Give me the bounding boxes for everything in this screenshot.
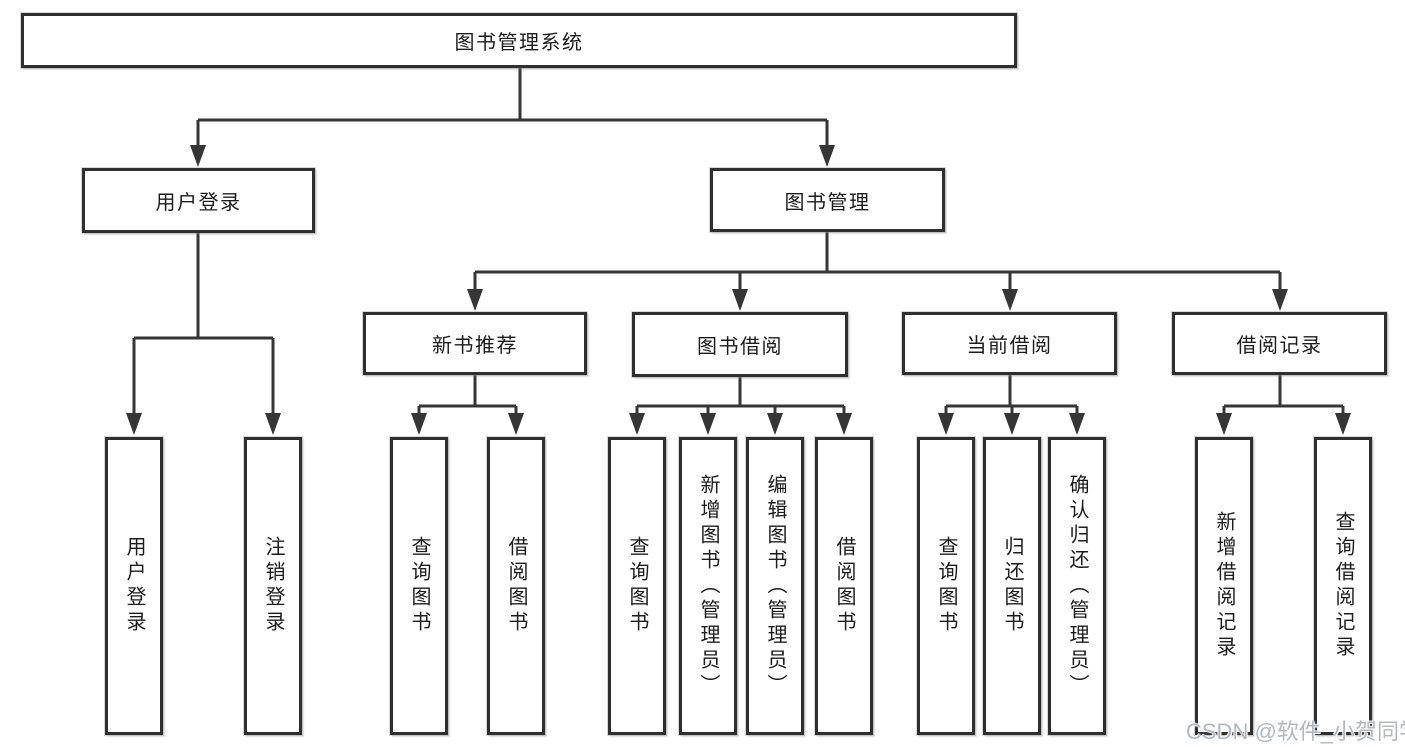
leaf-add-borrow-record: 新增借阅记录 bbox=[1195, 437, 1253, 735]
node-book-management: 图书管理 bbox=[710, 168, 945, 232]
node-user-login: 用户登录 bbox=[82, 168, 315, 233]
arrowheads bbox=[126, 145, 1351, 435]
leaf-add-books-admin: 新增图书（管理员） bbox=[679, 437, 737, 735]
leaf-logout: 注销登录 bbox=[244, 437, 302, 735]
leaf-query-books-current: 查询图书 bbox=[917, 437, 975, 735]
leaf-return-books: 归还图书 bbox=[983, 437, 1041, 735]
leaf-query-books-recommend: 查询图书 bbox=[390, 437, 448, 735]
node-new-book-recommend: 新书推荐 bbox=[363, 312, 587, 375]
leaf-edit-books-admin: 编辑图书（管理员） bbox=[746, 437, 804, 735]
csdn-watermark: CSDN @软件_小贺同学 bbox=[1186, 719, 1405, 744]
node-book-borrow: 图书借阅 bbox=[632, 312, 848, 377]
leaf-borrow-books-recommend: 借阅图书 bbox=[487, 437, 545, 735]
node-root-system: 图书管理系统 bbox=[21, 13, 1017, 68]
leaf-confirm-return-admin: 确认归还（管理员） bbox=[1048, 437, 1106, 735]
node-current-borrow: 当前借阅 bbox=[902, 312, 1117, 375]
leaf-user-login: 用户登录 bbox=[105, 437, 163, 735]
leaf-query-borrow-record: 查询借阅记录 bbox=[1314, 437, 1372, 735]
node-borrow-records: 借阅记录 bbox=[1172, 312, 1387, 375]
leaf-query-books-borrow: 查询图书 bbox=[608, 437, 666, 735]
leaf-borrow-books: 借阅图书 bbox=[815, 437, 873, 735]
